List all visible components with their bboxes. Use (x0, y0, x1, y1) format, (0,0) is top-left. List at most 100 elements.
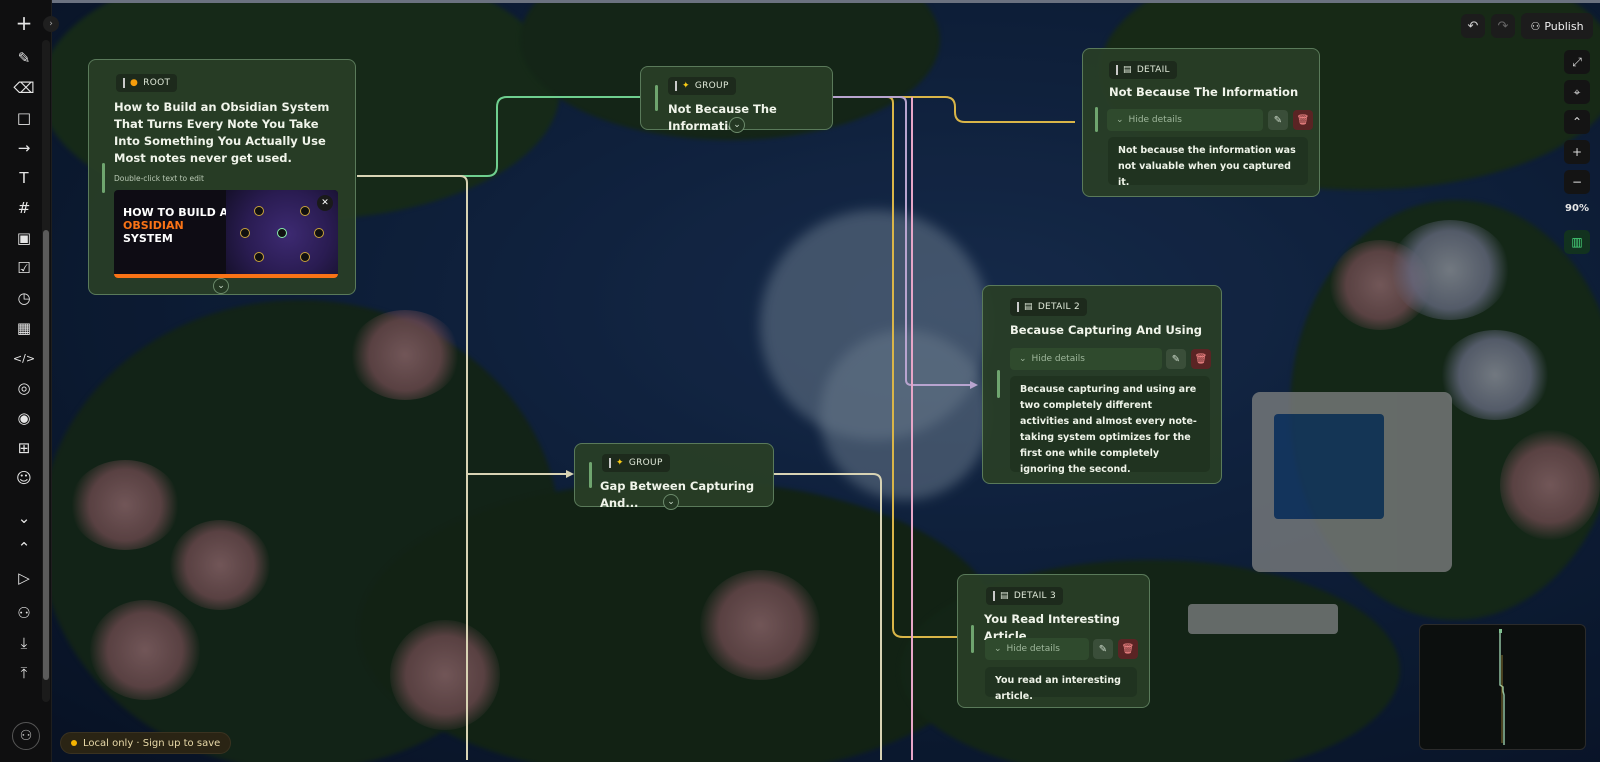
minimap-toggle-icon[interactable]: ▥ (1564, 230, 1590, 254)
tag-label: DETAIL 2 (1037, 302, 1081, 312)
thumbnail-strip (114, 274, 338, 278)
plus-icon[interactable]: + (15, 11, 33, 35)
toolbar-scrollbar[interactable] (42, 40, 50, 702)
thumbnail-line-2: OBSIDIAN (123, 219, 184, 232)
detail-node-3[interactable]: ▤ DETAIL 3 You Read Interesting Article … (957, 574, 1150, 708)
computer-illustration (1252, 392, 1452, 572)
sun-icon: ● (130, 78, 139, 88)
close-icon[interactable]: ✕ (317, 195, 333, 211)
download-icon[interactable]: ⤓ (20, 634, 28, 652)
toolbar-scroll-thumb[interactable] (43, 230, 49, 680)
minimap[interactable] (1419, 624, 1586, 750)
hide-details-label: Hide details (1031, 354, 1085, 364)
eraser-icon[interactable]: ⌫ (13, 79, 35, 97)
status-dot-icon (71, 740, 77, 746)
clipboard-icon: ▤ (1123, 65, 1132, 75)
smiley-icon[interactable]: ☺ (16, 469, 32, 487)
chevron-down-icon[interactable]: ⌄ (213, 278, 229, 294)
node-tag: ▤ DETAIL 2 (1010, 298, 1088, 316)
accent-bar (997, 370, 1000, 398)
left-toolbar: + ✎ ⌫ □ → T # ▣ ☑ ◷ ▦ </> ◎ ◉ ⊞ ☺ ⌄ ⌃ ▷ … (0, 0, 52, 762)
detail-body[interactable]: Because capturing and using are two comp… (1010, 376, 1210, 475)
root-node[interactable]: ● ROOT How to Build an Obsidian System T… (88, 59, 356, 295)
chevron-down-icon: ⌄ (1116, 115, 1124, 125)
chevron-right-icon[interactable]: › (43, 16, 59, 32)
checklist-icon[interactable]: ☑ (17, 259, 31, 277)
tag-label: DETAIL (1136, 65, 1170, 75)
thumbnail-line-3: SYSTEM (123, 232, 173, 245)
node-tag: ▤ DETAIL 3 (986, 587, 1064, 605)
detail-body[interactable]: You read an interesting article. (985, 667, 1137, 702)
node-title[interactable]: How to Build an Obsidian System That Tur… (114, 100, 330, 165)
node-thumbnail[interactable]: HOW TO BUILD AN OBSIDIAN SYSTEM ✕ (114, 190, 338, 278)
palette-icon[interactable]: ◉ (17, 409, 31, 427)
code-icon[interactable]: </> (12, 351, 36, 365)
node-tag: ✦ GROUP (668, 77, 736, 95)
tag-label: GROUP (628, 458, 663, 468)
chevron-down-icon[interactable]: ⌄ (663, 494, 679, 510)
hide-details-label: Hide details (1128, 115, 1182, 125)
detail-node-2[interactable]: ▤ DETAIL 2 Because Capturing And Using ⌄… (982, 285, 1222, 484)
accent-bar (655, 85, 658, 111)
avatar[interactable]: ⚇ (12, 722, 40, 750)
detail-node-1[interactable]: ▤ DETAIL Not Because The Information ⌄ H… (1082, 48, 1320, 197)
image-icon[interactable]: ▣ (16, 229, 32, 247)
zoom-in-button[interactable]: + (1564, 140, 1590, 164)
pen-icon[interactable]: ✎ (17, 49, 31, 67)
zoom-out-button[interactable]: − (1564, 170, 1590, 194)
hide-details-button[interactable]: ⌄ Hide details (985, 638, 1089, 660)
group-node-1[interactable]: ✦ GROUP Not Because The Information ⌄ (640, 66, 833, 133)
hide-details-label: Hide details (1006, 644, 1060, 654)
chevron-down-icon[interactable]: ⌄ (729, 117, 745, 133)
node-tag: ▤ DETAIL (1109, 61, 1177, 79)
top-progress-line (0, 0, 1600, 3)
chevron-down-icon: ⌄ (994, 644, 1002, 654)
globe-icon[interactable]: ◎ (17, 379, 31, 397)
node-tag: ✦ GROUP (602, 454, 670, 472)
edit-icon[interactable]: ✎ (1093, 639, 1113, 659)
clipboard-icon: ▤ (1000, 591, 1009, 601)
grid-icon[interactable]: ⊞ (17, 439, 31, 457)
accent-bar (589, 462, 592, 488)
lightbulb-icon: ✦ (682, 81, 690, 91)
user-plus-icon: ⚇ (1530, 19, 1541, 33)
square-icon[interactable]: □ (16, 109, 32, 127)
hash-icon[interactable]: # (17, 199, 31, 217)
edit-icon[interactable]: ✎ (1166, 349, 1186, 369)
chevrons-up-icon[interactable]: ⌃ (17, 539, 31, 557)
timer-icon[interactable]: ◷ (17, 289, 31, 307)
group-node-2[interactable]: ✦ GROUP Gap Between Capturing And... ⌄ (574, 443, 774, 510)
node-title[interactable]: Gap Between Capturing And... (600, 479, 755, 510)
chevrons-up-icon[interactable]: ⌃ (1564, 110, 1590, 134)
arrow-right-icon[interactable]: → (17, 139, 31, 157)
redo-icon[interactable]: ↷ (1491, 14, 1515, 38)
undo-icon[interactable]: ↶ (1461, 14, 1485, 38)
node-title[interactable]: Not Because The Information (668, 102, 777, 133)
detail-body[interactable]: Not because the information was not valu… (1108, 137, 1308, 188)
trash-icon[interactable]: 🗑 (1118, 639, 1138, 659)
user-plus-icon[interactable]: ⚇ (17, 604, 31, 622)
local-only-badge[interactable]: Local only · Sign up to save (60, 732, 232, 754)
hide-details-button[interactable]: ⌄ Hide details (1107, 109, 1263, 131)
tag-label: GROUP (694, 81, 729, 91)
chevrons-down-icon[interactable]: ⌄ (17, 509, 31, 527)
edit-icon[interactable]: ✎ (1268, 110, 1288, 130)
publish-button[interactable]: ⚇ Publish (1521, 13, 1593, 39)
node-title[interactable]: Not Because The Information (1109, 85, 1299, 99)
expand-icon[interactable]: ⤢ (1564, 50, 1590, 74)
accent-bar (102, 163, 105, 193)
upload-icon[interactable]: ⤒ (20, 664, 28, 682)
tag-label: DETAIL 3 (1013, 591, 1057, 601)
text-icon[interactable]: T (19, 169, 29, 187)
hide-details-button[interactable]: ⌄ Hide details (1010, 348, 1162, 370)
node-title[interactable]: Because Capturing And Using (1010, 323, 1202, 337)
node-tag: ● ROOT (116, 74, 178, 92)
accent-bar (1095, 107, 1098, 132)
play-icon[interactable]: ▷ (18, 569, 30, 587)
trash-icon[interactable]: 🗑 (1191, 349, 1211, 369)
trash-icon[interactable]: 🗑 (1293, 110, 1313, 130)
fit-view-icon[interactable]: ⌖ (1564, 80, 1590, 104)
table-icon[interactable]: ▦ (16, 319, 32, 337)
minimap-preview (1499, 629, 1505, 745)
